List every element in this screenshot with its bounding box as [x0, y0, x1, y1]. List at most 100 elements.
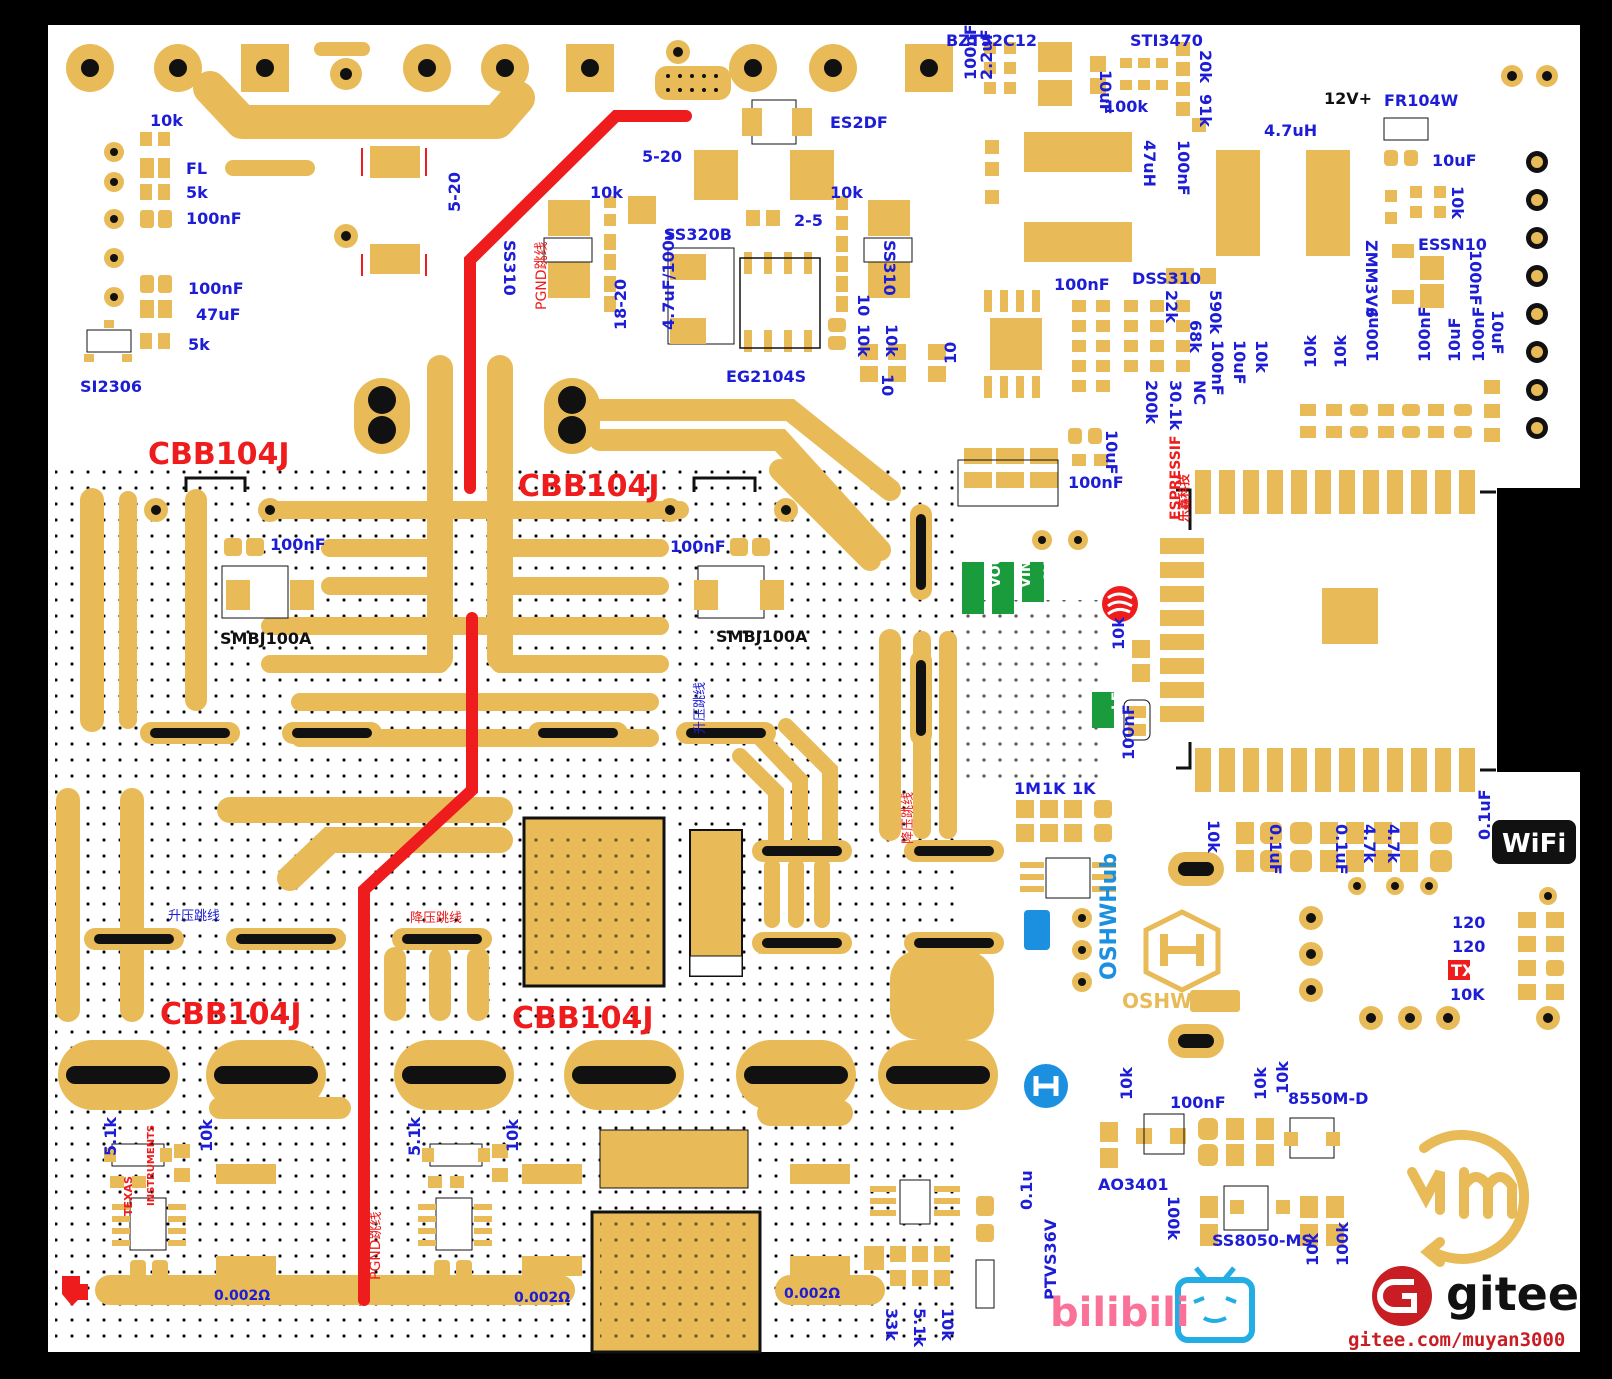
label-4-7k-a: 4.7k [1360, 824, 1379, 863]
label-1k-a: 1K [1042, 779, 1066, 798]
label-0-1u-p: 0.1u [1017, 1170, 1036, 1210]
tx-label-bg [1448, 960, 1470, 980]
label-zmm3v6: ZMM3V6 [1362, 240, 1381, 318]
label-100nf-led: 100nF [1119, 704, 1138, 760]
label-r10-b: 10 [941, 342, 960, 364]
label-0-002-c: 0.002Ω [784, 1286, 840, 1302]
label-smbj100a-left: SMBJ100A [220, 629, 312, 648]
driver-area [543, 99, 946, 382]
label-10uf-f: 10uF [1445, 317, 1464, 362]
label-vinv: VINV [1018, 549, 1034, 588]
label-2-2uf: 2.2uF [977, 29, 996, 80]
jumper-slots [84, 504, 1004, 954]
label-pgnd-top: PGND跳线 [534, 241, 550, 310]
can-transceiver [1016, 640, 1151, 992]
label-ao3401: AO3401 [1098, 1175, 1169, 1194]
label-ti-2: INSTRUMENTS [146, 1125, 157, 1206]
label-33k: 33k [882, 1308, 901, 1341]
label-200k: 200k [1142, 380, 1161, 424]
label-10uf-a: 10uF [1096, 70, 1115, 115]
label-boost-jumper-1: 升压跳线 [693, 682, 708, 734]
label-0-1uf-b: 0.1uF [1332, 824, 1351, 875]
cbb-labels: CBB104J CBB104J CBB104J CBB104J [148, 437, 660, 1036]
label-5k-a: 5k [186, 183, 208, 202]
label-10k-q3: 10k [1273, 1061, 1292, 1094]
label-100nf-e: 100nF [1054, 275, 1110, 294]
label-10k-g: 10k [882, 324, 901, 357]
relay-pad-a [370, 146, 420, 178]
label-0-002-a: 0.002Ω [214, 1288, 270, 1304]
protection-circuit [864, 1179, 995, 1309]
green-net-labels [962, 562, 1114, 728]
label-oshwhub: OSHWHub [1122, 989, 1238, 1013]
label-buck-jumper-1: 降压跳线 [901, 792, 916, 844]
label-4-7k-b: 4.7k [1384, 824, 1403, 863]
label-10k-i: 10k [1331, 335, 1350, 368]
top-left-components [84, 132, 358, 362]
cbb-label-top-left: CBB104J [148, 437, 290, 472]
label-essn10: ESSN10 [1418, 235, 1487, 254]
label-1m: 1M [1014, 779, 1041, 798]
label-ss320b: SS320B [664, 225, 732, 244]
label-4-7uf-100v: 4.7uF/100v [659, 229, 678, 330]
can-pins-holes [1078, 914, 1086, 986]
label-100nf-d: 100nF [1174, 140, 1193, 196]
label-10k-p: 10k [938, 1308, 957, 1341]
sense-array [957, 459, 1059, 507]
current-sense-mid [418, 1143, 850, 1278]
esp32-module [1160, 470, 1475, 792]
label-10k-e: 10k [1252, 340, 1271, 373]
connector-pad-dots [666, 74, 718, 92]
label-10uf-e: 10uF [1488, 310, 1507, 355]
label-si2306: SI2306 [80, 377, 142, 396]
label-5-1k-b: 5.1k [405, 1117, 424, 1156]
gitee-logo [1372, 1266, 1432, 1326]
label-100nf-c: 100nF [961, 24, 980, 80]
label-100k-q: 100k [1164, 1196, 1183, 1240]
label-20k: 20k [1196, 50, 1215, 83]
label-0-002-b: 0.002Ω [514, 1290, 570, 1306]
label-bzt52c12: BZT52C12 [946, 31, 1037, 50]
label-oshwhub-vertical: OSHWHub [1097, 853, 1122, 980]
film-cap-pads [144, 476, 798, 522]
right-decoupling-row [1300, 380, 1500, 442]
cbb-label-bottom-left: CBB104J [160, 997, 302, 1032]
label-10k-b: 10k [590, 183, 623, 202]
label-120-a: 120 [1452, 913, 1485, 932]
right-header-pins [1526, 151, 1548, 439]
label-100nf-j: 100nF [1469, 306, 1488, 362]
wifi-badge [1492, 820, 1576, 864]
ti-logo-icon [62, 1276, 88, 1306]
eg2104s-outline [739, 257, 821, 349]
cbb-label-top-mid: CBB104J [518, 469, 660, 504]
sense-array-pins [1038, 536, 1082, 544]
label-100nf-q: 100nF [1170, 1093, 1226, 1112]
label-120-b: 120 [1452, 937, 1485, 956]
label-10uf-d: 10uF [1102, 430, 1121, 475]
oshwhub-logo [1143, 909, 1240, 1012]
label-10uf-b: 10uF [1432, 151, 1477, 170]
label-10k-q: 10k [1117, 1067, 1136, 1100]
label-10k-led: 10k [1109, 617, 1128, 650]
label-ti-1: TEXAS [122, 1176, 135, 1216]
label-10k-d: 10k [1448, 186, 1467, 219]
label-100nf-f: 100nF [1208, 340, 1227, 396]
label-100nf-r: 100nF [670, 537, 726, 556]
label-r10-c: 10 [854, 294, 873, 316]
label-10k-q2: 10k [1251, 1067, 1270, 1100]
bulk-caps [58, 950, 998, 1110]
label-100nf-k: 100nF [1466, 250, 1485, 306]
label-100k-z: 100k [1333, 1222, 1352, 1266]
label-10k-s2: 10k [503, 1119, 522, 1152]
top-right-power [984, 42, 1558, 308]
label-lexin: 乐鑫科技 [1176, 473, 1191, 522]
label-dss310: DSS310 [1132, 269, 1201, 288]
label-10k-h: 10k [1301, 335, 1320, 368]
label-pgnd-bottom: PGND跳线 [368, 1211, 384, 1280]
label-sti3470: STI3470 [1130, 31, 1203, 50]
label-smbj100a-right: SMBJ100A [716, 627, 808, 646]
label-r10-a: 10 [878, 374, 897, 396]
label-ss310-a: SS310 [500, 240, 519, 296]
label-12v: 12V+ [1324, 89, 1372, 108]
